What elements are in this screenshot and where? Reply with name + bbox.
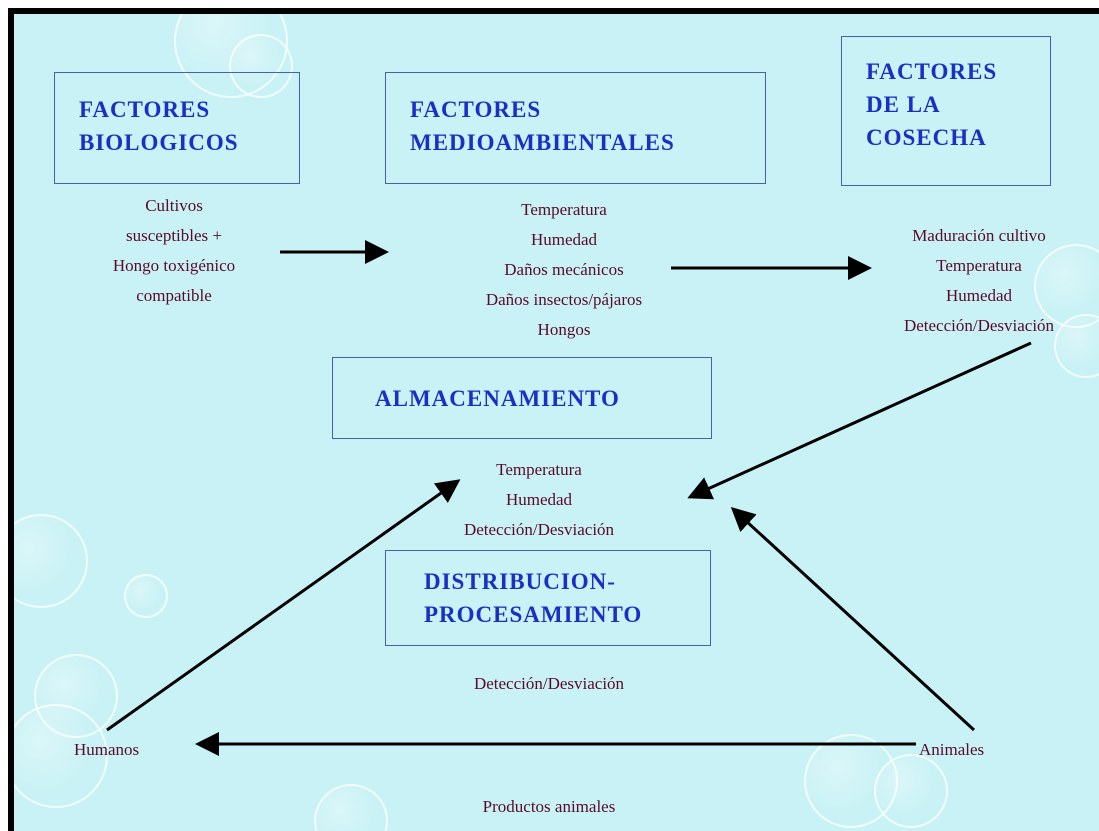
label-productos-animales: Productos animales — [482, 797, 616, 816]
arrow-humanos-to-almacenamiento — [106, 479, 461, 732]
bubble-decoration — [124, 574, 168, 618]
bubble-decoration — [874, 754, 948, 828]
box-cosecha-line-3: COSECHA — [866, 125, 987, 150]
box-biologicos-line-2: BIOLOGICOS — [79, 130, 239, 155]
box-cosecha-line-2: DE LA — [866, 92, 941, 117]
text-cosecha-line-1: Maduración cultivo — [912, 226, 1046, 245]
box-medioambientales-line-1: FACTORES — [410, 97, 542, 122]
text-medioambientales-line-1: Temperatura — [521, 200, 607, 219]
bubble-decoration — [229, 34, 293, 98]
bubble-decoration — [1054, 314, 1099, 378]
text-almacenamiento-line-2: Humedad — [505, 490, 573, 509]
text-cosecha: Maduración cultivo Temperatura Humedad D… — [864, 221, 1094, 341]
text-almacenamiento-line-1: Temperatura — [496, 460, 582, 479]
box-almacenamiento: ALMACENAMIENTO — [332, 357, 712, 439]
box-distribucion-line-2: PROCESAMIENTO — [424, 602, 643, 627]
text-biologicos-line-3: Hongo toxigénico — [112, 256, 236, 275]
box-almacenamiento-line-1: ALMACENAMIENTO — [375, 386, 620, 411]
box-cosecha-line-1: FACTORES — [866, 59, 998, 84]
arrow-animales-to-almacenamiento — [730, 506, 976, 732]
text-medioambientales-line-3: Daños mecánicos — [504, 260, 624, 279]
text-medioambientales-line-2: Humedad — [530, 230, 598, 249]
text-almacenamiento: Temperatura Humedad Detección/Desviación — [414, 455, 664, 545]
text-medioambientales: Temperatura Humedad Daños mecánicos Daño… — [414, 195, 714, 345]
label-humanos: Humanos — [74, 740, 140, 759]
box-factores-cosecha: FACTORES DE LA COSECHA — [841, 36, 1051, 186]
label-animales: Animales — [919, 740, 985, 759]
text-biologicos-line-2: susceptibles + — [126, 226, 222, 245]
box-factores-biologicos: FACTORES BIOLOGICOS — [54, 72, 300, 184]
text-biologicos: Cultivos susceptibles + Hongo toxigénico… — [74, 191, 274, 311]
text-distribucion: Detección/Desviación — [424, 669, 674, 699]
text-biologicos-line-4: compatible — [136, 286, 212, 305]
box-factores-medioambientales: FACTORES MEDIOAMBIENTALES — [385, 72, 766, 184]
text-distribucion-line-1: Detección/Desviación — [473, 674, 625, 693]
text-cosecha-line-2: Temperatura — [936, 256, 1022, 275]
bubble-decoration — [14, 704, 108, 808]
text-almacenamiento-line-3: Detección/Desviación — [463, 520, 615, 539]
arrow-cosecha-to-almacenamiento — [687, 341, 1032, 500]
text-biologicos-line-1: Cultivos — [145, 196, 203, 215]
box-biologicos-line-1: FACTORES — [79, 97, 211, 122]
box-distribucion-line-1: DISTRIBUCION- — [424, 569, 616, 594]
text-medioambientales-line-4: Daños insectos/pájaros — [485, 290, 643, 309]
text-cosecha-line-4: Detección/Desviación — [903, 316, 1055, 335]
diagram-canvas: FACTORES BIOLOGICOS FACTORES MEDIOAMBIEN… — [8, 8, 1099, 831]
box-distribucion-procesamiento: DISTRIBUCION- PROCESAMIENTO — [385, 550, 711, 646]
text-medioambientales-line-5: Hongos — [537, 320, 591, 339]
arrows-layer — [106, 240, 1032, 756]
text-cosecha-line-3: Humedad — [945, 286, 1013, 305]
box-medioambientales-line-2: MEDIOAMBIENTALES — [410, 130, 675, 155]
